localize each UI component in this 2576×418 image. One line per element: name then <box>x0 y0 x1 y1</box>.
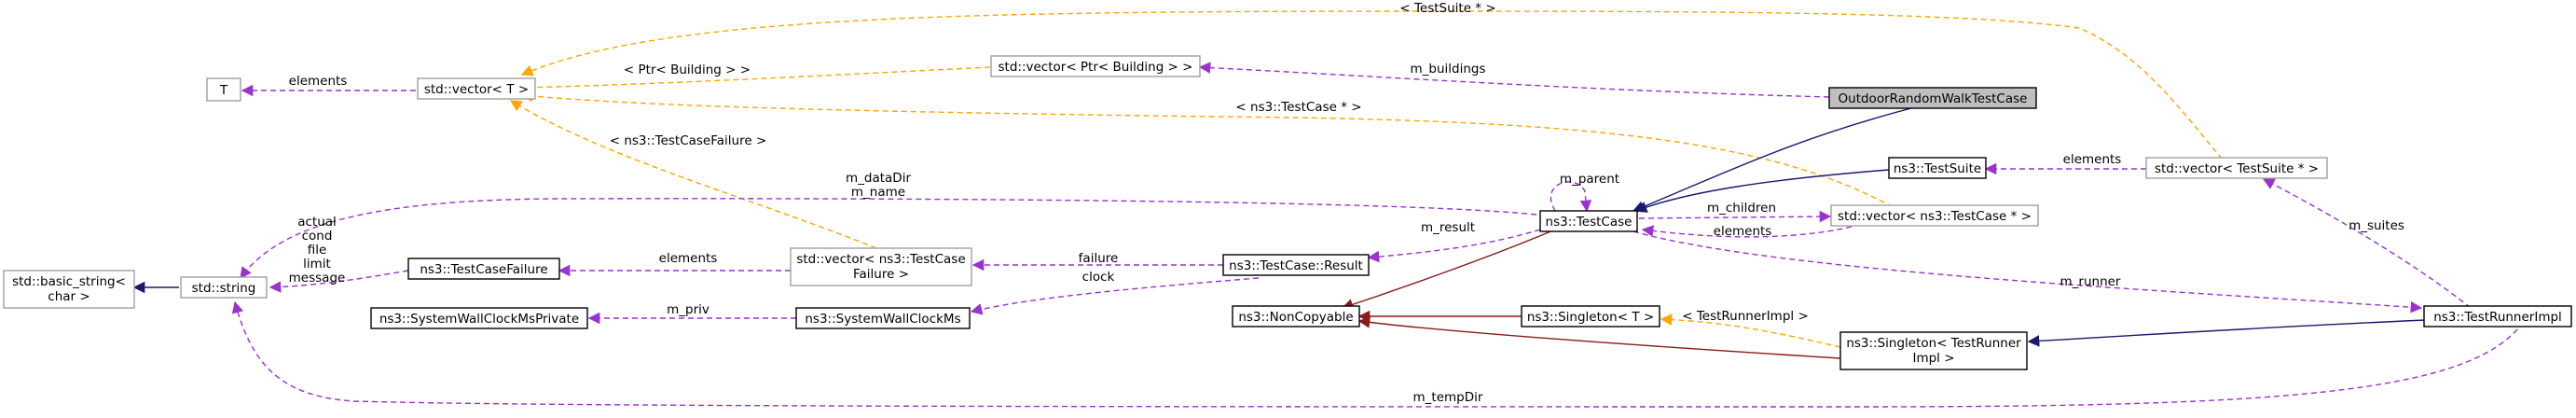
node-test-case[interactable]: ns3::TestCase <box>1539 210 1638 232</box>
edge-m-tempdir <box>231 300 2518 408</box>
node-noncopyable[interactable]: ns3::NonCopyable <box>1232 305 1360 327</box>
label-m-parent: m_parent <box>1560 172 1619 187</box>
label-elements-suite: elements <box>2063 152 2122 167</box>
label-m-tempdir: m_tempDir <box>1413 390 1483 405</box>
edge-clock <box>970 277 1260 315</box>
node-test-case-label: ns3::TestCase <box>1546 215 1632 230</box>
edge-m-result <box>1367 229 1541 263</box>
node-t[interactable]: T <box>206 77 241 102</box>
node-vector-testsuite-label: std::vector< TestSuite * > <box>2155 161 2319 176</box>
node-test-suite-label: ns3::TestSuite <box>1894 161 1981 176</box>
node-vector-failure[interactable]: std::vector< ns3::TestCase Failure > <box>790 247 972 286</box>
node-noncopyable-label: ns3::NonCopyable <box>1238 310 1353 325</box>
edge-m-runner <box>1632 230 2423 314</box>
label-m-result: m_result <box>1421 220 1475 235</box>
edge-m-suites <box>2262 178 2472 309</box>
node-vector-building-label: std::vector< Ptr< Building > > <box>999 60 1193 75</box>
node-vector-t[interactable]: std::vector< T > <box>417 77 536 100</box>
label-failure: failure <box>1079 251 1119 266</box>
label-m-buildings: m_buildings <box>1410 62 1485 77</box>
node-test-case-failure-label: ns3::TestCaseFailure <box>420 262 547 277</box>
node-vector-testsuite[interactable]: std::vector< TestSuite * > <box>2145 157 2328 179</box>
label-string-actual: actual <box>297 215 337 230</box>
node-vector-testcase[interactable]: std::vector< ns3::TestCase * > <box>1830 204 2039 227</box>
edge-singleton-runner-noncopyable <box>1357 316 1841 359</box>
edge-m-datadir <box>240 198 1537 280</box>
label-m-children: m_children <box>1707 201 1776 216</box>
label-ptr-building: < Ptr< Building > > <box>624 63 751 77</box>
node-test-case-failure[interactable]: ns3::TestCaseFailure <box>407 258 560 280</box>
node-test-runner-impl-label: ns3::TestRunnerImpl <box>2433 310 2562 325</box>
label-failure-template: < ns3::TestCaseFailure > <box>610 133 767 148</box>
node-test-suite[interactable]: ns3::TestSuite <box>1888 157 1987 179</box>
node-singleton-t[interactable]: ns3::Singleton< T > <box>1521 305 1660 327</box>
label-elements-case: elements <box>1714 224 1772 239</box>
node-singleton-runner[interactable]: ns3::Singleton< TestRunner Impl > <box>1839 331 2028 370</box>
edge-string-members <box>269 270 409 293</box>
edge-testsuite-template <box>520 10 2229 167</box>
label-string-limit: limit <box>303 257 331 272</box>
label-elements-t: elements <box>289 74 348 89</box>
node-outdoor-random-walk-test-case[interactable]: OutdoorRandomWalkTestCase <box>1828 87 2037 109</box>
label-m-datadir-1: m_dataDir <box>846 171 911 186</box>
node-singleton-t-label: ns3::Singleton< T > <box>1527 310 1654 325</box>
node-wallclock-private[interactable]: ns3::SystemWallClockMsPrivate <box>370 307 588 329</box>
edge-elements-case <box>1641 225 1853 238</box>
node-t-label: T <box>219 83 228 98</box>
label-singleton-template: < TestRunnerImpl > <box>1682 309 1809 324</box>
node-std-string[interactable]: std::string <box>180 276 268 299</box>
node-singleton-runner-label-1: ns3::Singleton< TestRunner <box>1846 336 2021 351</box>
node-wallclock-private-label: ns3::SystemWallClockMsPrivate <box>379 312 579 327</box>
node-vector-failure-label-2: Failure > <box>853 267 909 282</box>
node-result[interactable]: ns3::TestCase::Result <box>1222 254 1370 276</box>
edge-testcase-template <box>520 90 1894 208</box>
label-elements-failure: elements <box>659 251 718 266</box>
label-string-message: message <box>289 271 346 286</box>
node-vector-failure-label-1: std::vector< ns3::TestCase <box>796 252 965 267</box>
edge-ptr-building <box>520 66 991 94</box>
edge-testsuite-inherits <box>1634 169 1890 213</box>
node-basic-string[interactable]: std::basic_string< char > <box>3 270 135 309</box>
edge-runner-inherits <box>2027 319 2427 347</box>
node-vector-ptr-building[interactable]: std::vector< Ptr< Building > > <box>990 55 1201 77</box>
edge-failure-template <box>509 100 877 249</box>
label-testcase-template: < ns3::TestCase * > <box>1235 100 1361 115</box>
edge-testcase-noncopyable <box>1341 229 1556 311</box>
edge-singleton-template <box>1660 314 1841 348</box>
node-test-runner-impl[interactable]: ns3::TestRunnerImpl <box>2423 305 2572 327</box>
node-vector-t-label: std::vector< T > <box>424 82 529 97</box>
label-m-suites: m_suites <box>2349 218 2404 233</box>
edge-m-parent <box>1550 181 1592 213</box>
label-string-file: file <box>308 243 327 258</box>
edge-outdoor-inherits <box>1632 107 1912 213</box>
node-outdoor-label: OutdoorRandomWalkTestCase <box>1839 91 2028 106</box>
label-clock: clock <box>1082 270 1115 285</box>
label-string-cond: cond <box>302 229 333 244</box>
label-m-priv: m_priv <box>667 302 709 317</box>
node-basic-string-label-2: char > <box>48 289 90 304</box>
edge-m-buildings <box>1198 62 1830 98</box>
label-m-datadir-2: m_name <box>851 185 905 200</box>
node-basic-string-label-1: std::basic_string< <box>12 274 126 289</box>
node-result-label: ns3::TestCase::Result <box>1229 258 1363 273</box>
node-std-string-label: std::string <box>192 281 256 296</box>
label-m-runner: m_runner <box>2060 274 2121 289</box>
node-vector-testcase-label: std::vector< ns3::TestCase * > <box>1838 209 2032 224</box>
node-wallclock[interactable]: ns3::SystemWallClockMs <box>795 307 971 329</box>
label-testsuite-template: < TestSuite * > <box>1399 1 1495 16</box>
node-singleton-runner-label-2: Impl > <box>1912 351 1954 366</box>
node-wallclock-label: ns3::SystemWallClockMs <box>805 312 960 327</box>
edge-m-children <box>1638 210 1832 223</box>
